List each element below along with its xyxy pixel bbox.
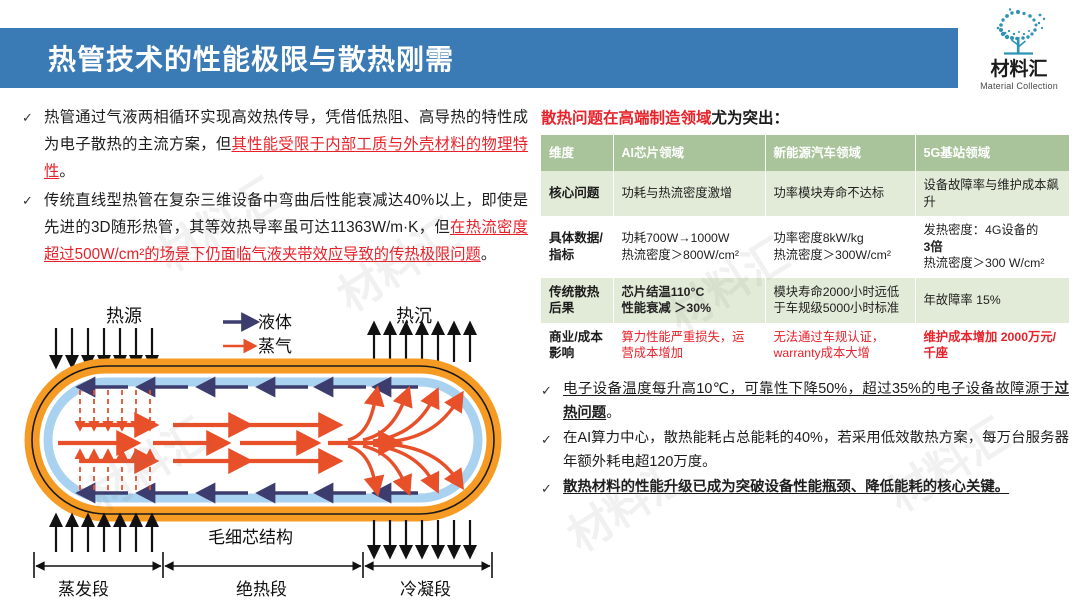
bottom-bullet-1-tail: 。	[606, 404, 621, 421]
right-heading-red: 散热问题在高端制造领域	[541, 110, 712, 127]
cell-fragment: 维护成本增加 2000万元/千座	[923, 329, 1057, 361]
col-header-5g: 5G基站领域	[915, 135, 1069, 171]
cell-dimension: 核心问题	[541, 171, 614, 216]
left-bullet-1-highlight: 其性能受限于内部工质与外壳材料的物理特性	[44, 136, 528, 180]
svg-text:蒸发段: 蒸发段	[58, 580, 109, 599]
cell-ai: 算力性能严重损失，运营成本增加	[613, 322, 766, 368]
svg-text:热沉: 热沉	[396, 306, 432, 326]
cell-g5: 维护成本增加 2000万元/千座	[915, 322, 1069, 368]
cell-fragment: 无法通过车规认证，warranty成本大增	[773, 329, 885, 361]
comparison-table: 维度 AI芯片领域 新能源汽车领域 5G基站领域 核心问题功耗与热流密度激增功率…	[541, 135, 1069, 368]
cell-fragment: 功率模块寿命不达标	[773, 186, 885, 201]
cell-fragment: 算力性能严重损失，运营成本增加	[621, 329, 745, 361]
table-header-row: 维度 AI芯片领域 新能源汽车领域 5G基站领域	[541, 135, 1069, 171]
col-header-ev: 新能源汽车领域	[765, 135, 916, 171]
cell-ev: 功率模块寿命不达标	[765, 171, 916, 216]
left-bullet-1-plain: 热管通过气液两相循环实现高效热传导，凭借低热阻、高导热的特性成为电子散热的主流方…	[44, 109, 528, 153]
cell-ai: 芯片结温110°C 性能衰减 ＞30%	[613, 277, 766, 323]
right-heading-black: 尤为突出：	[711, 110, 790, 127]
cell-fragment: 热流密度＞300 W/cm²	[923, 256, 1045, 270]
cell-fragment: 热流密度＞800W/cm²	[621, 247, 740, 262]
svg-text:绝热段: 绝热段	[236, 580, 287, 599]
page-title: 热管技术的性能极限与散热刚需	[48, 44, 455, 75]
cell-g5: 设备故障率与维护成本飙升	[915, 171, 1069, 216]
cell-dimension: 传统散热后果	[541, 277, 614, 323]
logo-text-en: Material Collection	[980, 81, 1058, 91]
left-bullet-2: ✓ 传统直线型热管在复杂三维设备中弯曲后性能衰减达40%以上，即使是先进的3D随…	[22, 187, 528, 268]
left-bullet-1: ✓ 热管通过气液两相循环实现高效热传导，凭借低热阻、高导热的特性成为电子散热的主…	[22, 104, 528, 185]
cell-dimension: 具体数据/指标	[541, 216, 614, 278]
cell-fragment: 设备故障率与维护成本飙升	[923, 178, 1059, 209]
svg-text:冷凝段: 冷凝段	[400, 580, 451, 599]
left-bullet-1-period: 。	[59, 163, 75, 180]
bottom-bullet-1-main: 电子设备温度每升高10℃，可靠性下降50%，超过35%的电子设备故障源于	[563, 380, 1055, 397]
svg-text:蒸气: 蒸气	[258, 337, 292, 356]
cell-dimension: 商业/成本影响	[541, 322, 614, 368]
cell-fragment: 性能衰减 ＞30%	[621, 301, 712, 315]
table-body: 核心问题功耗与热流密度激增 功率模块寿命不达标 设备故障率与维护成本飙升具体数据/指…	[541, 171, 1069, 368]
col-header-ai: AI芯片领域	[613, 135, 766, 171]
check-icon: ✓	[541, 480, 552, 496]
bottom-bullets: ✓ 电子设备温度每升高10℃，可靠性下降50%，超过35%的电子设备故障源于过热…	[541, 377, 1069, 502]
bottom-bullet-1-bold: 过热问题	[563, 380, 1069, 421]
check-icon: ✓	[22, 193, 33, 208]
cell-fragment: 热流密度＞300W/cm²	[773, 247, 892, 262]
svg-text:热源: 热源	[106, 306, 142, 326]
bottom-bullet-3: ✓ 散热材料的性能升级已成为突破设备性能瓶颈、降低能耗的核心关键。	[541, 475, 1069, 502]
logo-text-cn: 材料汇	[990, 59, 1048, 80]
right-content: 散热问题在高端制造领域尤为突出： 维度 AI芯片领域 新能源汽车领域 5G基站领…	[541, 106, 1069, 503]
left-bullet-2-highlight: 在热流密度超过500W/cm²的场景下仍面临气液夹带效应导致的传热极限问题	[44, 219, 528, 263]
heat-pipe-svg: 热源 热沉 液体 蒸气	[24, 306, 502, 599]
table-row: 商业/成本影响算力性能严重损失，运营成本增加无法通过车规认证，warranty成…	[541, 322, 1069, 368]
cell-ev: 无法通过车规认证，warranty成本大增	[765, 322, 916, 368]
svg-text:毛细芯结构: 毛细芯结构	[208, 528, 293, 547]
col-header-dimension: 维度	[541, 135, 614, 171]
cell-ai: 功耗与热流密度激增	[613, 171, 766, 216]
cell-fragment: 发热密度：4G设备的	[923, 223, 1039, 237]
left-bullet-2-plain: 传统直线型热管在复杂三维设备中弯曲后性能衰减达40%以上，即使是先进的3D随形热…	[44, 192, 528, 236]
check-icon: ✓	[541, 431, 552, 447]
cell-fragment: 功耗700W→1000W	[621, 231, 730, 246]
bottom-bullet-2: ✓ 在AI算力中心，散热能耗占总能耗的40%，若采用低效散热方案，每万台服务器年…	[541, 426, 1069, 474]
check-icon: ✓	[22, 110, 33, 125]
cell-g5: 年故障率 15%	[915, 277, 1069, 323]
table-row: 传统散热后果芯片结温110°C 性能衰减 ＞30% 模块寿命2000小时远低于车规级…	[541, 277, 1069, 323]
heat-pipe-diagram: 热源 热沉 液体 蒸气	[18, 300, 518, 600]
bottom-bullet-1: ✓ 电子设备温度每升高10℃，可靠性下降50%，超过35%的电子设备故障源于过热…	[541, 377, 1069, 425]
check-icon: ✓	[541, 382, 552, 398]
bottom-bullet-3-text: 散热材料的性能升级已成为突破设备性能瓶颈、降低能耗的核心关键。	[563, 478, 1010, 495]
cell-fragment: 3倍	[923, 239, 943, 254]
left-bullet-2-text: 传统直线型热管在复杂三维设备中弯曲后性能衰减达40%以上，即使是先进的3D随形热…	[44, 187, 528, 268]
cell-fragment: 功率密度8kW/kg	[773, 231, 864, 246]
bottom-bullet-1-text: 电子设备温度每升高10℃，可靠性下降50%，超过35%的电子设备故障源于过热问题…	[563, 377, 1069, 425]
cell-fragment: 芯片结温110°C	[621, 284, 705, 299]
right-heading: 散热问题在高端制造领域尤为突出：	[541, 106, 1069, 128]
brand-logo: 材料汇 Material Collection	[964, 4, 1074, 108]
bottom-bullet-2-text: 在AI算力中心，散热能耗占总能耗的40%，若采用低效散热方案，每万台服务器年额外…	[563, 429, 1069, 470]
left-content: ✓ 热管通过气液两相循环实现高效热传导，凭借低热阻、高导热的特性成为电子散热的主…	[22, 104, 528, 270]
tree-logo-icon	[996, 8, 1046, 55]
cell-fragment: 功耗与热流密度激增	[621, 186, 733, 201]
cell-fragment: 模块寿命2000小时远低于车规级5000小时标准	[773, 284, 900, 316]
table-row: 核心问题功耗与热流密度激增 功率模块寿命不达标 设备故障率与维护成本飙升	[541, 171, 1069, 216]
title-bar: 热管技术的性能极限与散热刚需	[0, 28, 958, 88]
cell-fragment: 年故障率 15%	[923, 292, 1001, 307]
cell-g5: 发热密度：4G设备的 3倍热流密度＞300 W/cm²	[915, 216, 1069, 278]
left-bullet-2-period: 。	[480, 246, 497, 263]
cell-ev: 模块寿命2000小时远低于车规级5000小时标准	[765, 277, 916, 323]
svg-text:液体: 液体	[258, 313, 292, 332]
left-bullet-1-text: 热管通过气液两相循环实现高效热传导，凭借低热阻、高导热的特性成为电子散热的主流方…	[44, 104, 528, 185]
